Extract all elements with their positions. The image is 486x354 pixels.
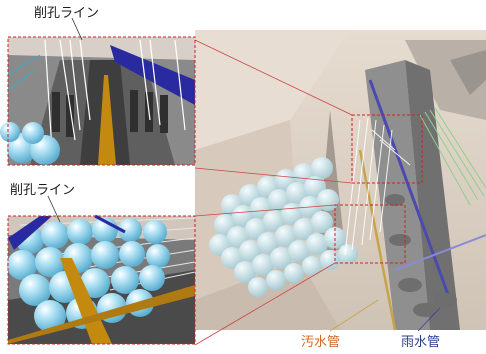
sewage-pipe-label: 汚水管 bbox=[301, 335, 341, 350]
rain-pointer bbox=[417, 307, 441, 332]
label-pointer-top bbox=[71, 17, 83, 41]
highlight-box-upper bbox=[351, 114, 423, 184]
inset-bottom-frame bbox=[7, 215, 196, 345]
label-pointer-mid bbox=[47, 195, 61, 223]
drill-line-label-mid: 削孔ライン bbox=[10, 183, 76, 198]
rain-pipe-label: 雨水管 bbox=[401, 335, 441, 350]
inset-bottom bbox=[7, 214, 196, 344]
highlight-box-lower bbox=[334, 204, 406, 264]
inset-top-frame bbox=[7, 36, 196, 166]
inset-top bbox=[0, 37, 195, 165]
drill-line-label-top: 削孔ライン bbox=[34, 6, 100, 21]
main-scene bbox=[195, 30, 486, 331]
sewage-pointer bbox=[329, 299, 379, 332]
